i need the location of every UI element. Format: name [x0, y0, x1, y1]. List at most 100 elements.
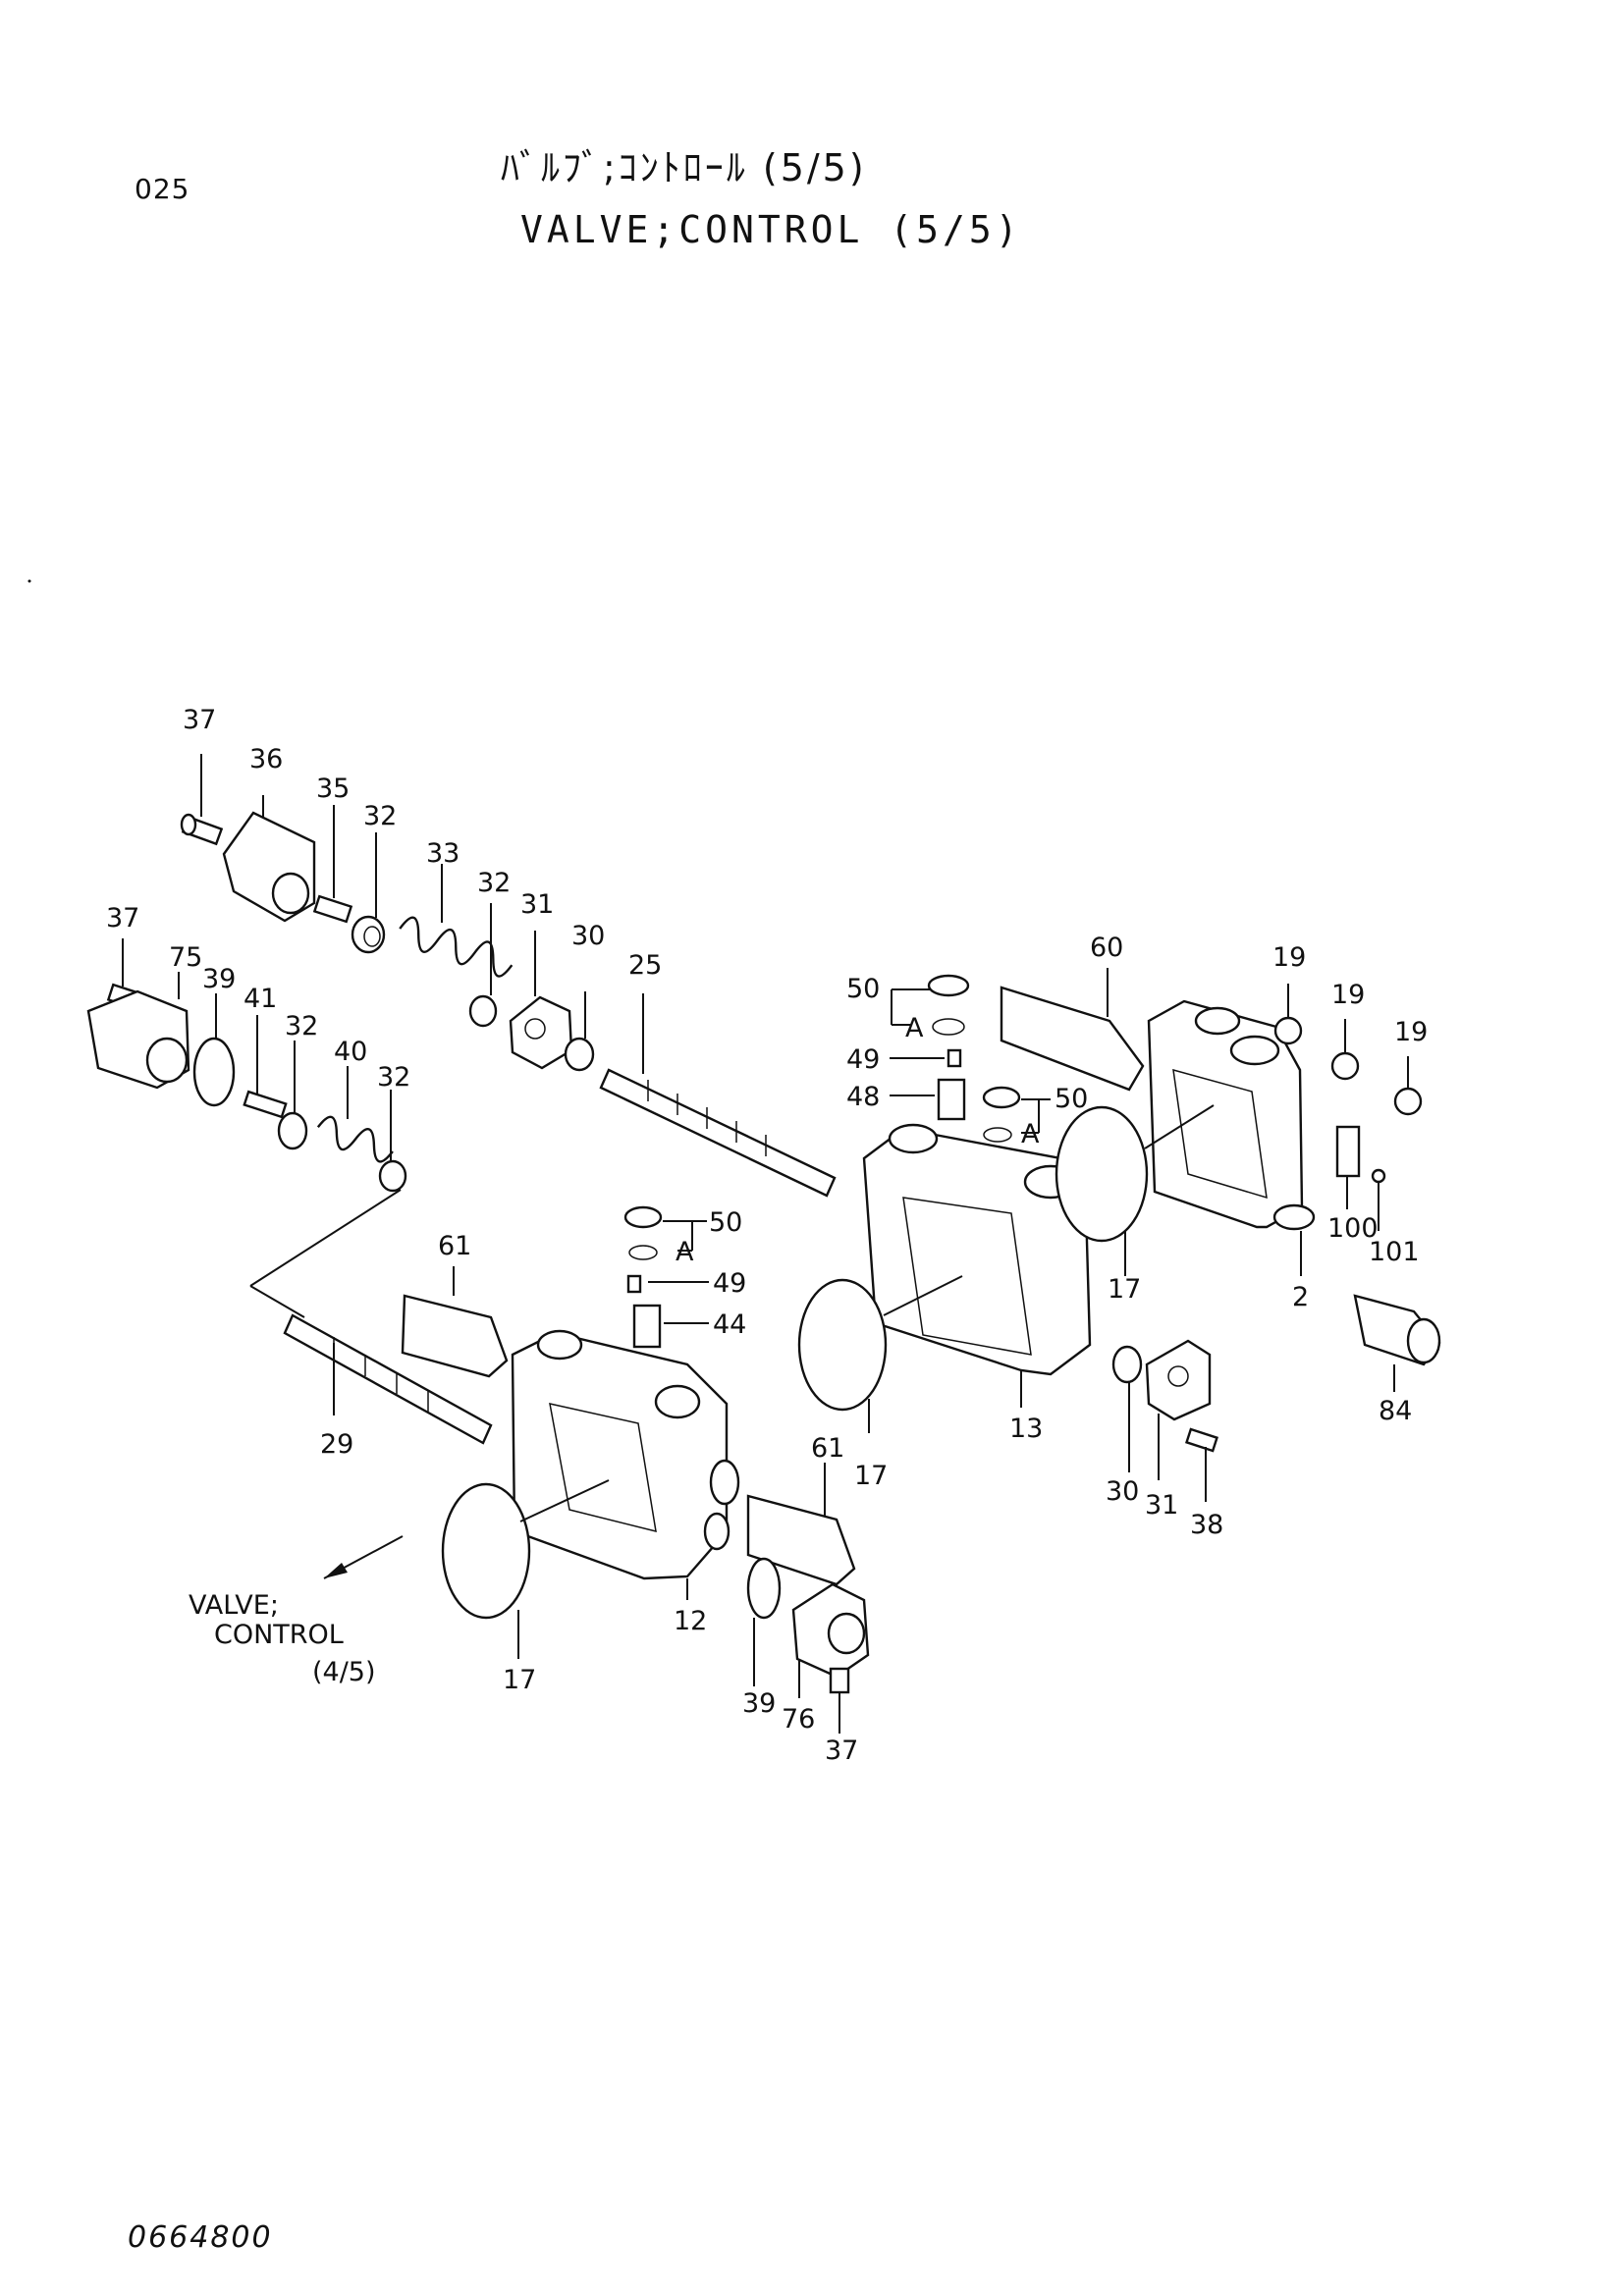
part-30-seal-a	[564, 991, 595, 1072]
callout-12: 12	[674, 1606, 707, 1636]
part-50-plug-b	[623, 1205, 707, 1260]
part-19-plug-a	[1273, 984, 1303, 1045]
part-13-valve-body	[862, 1123, 1092, 1408]
part-76-cover	[791, 1582, 870, 1698]
callout-76: 76	[782, 1704, 815, 1735]
stray-mark	[27, 579, 31, 583]
part-44-check	[632, 1304, 709, 1349]
callout-44: 44	[713, 1309, 746, 1340]
callout-19: 19	[1331, 980, 1365, 1010]
part-40-spring	[316, 1066, 394, 1163]
callout-50: 50	[709, 1207, 742, 1238]
title-japanese: ﾊﾞﾙﾌﾞ;ｺﾝﾄﾛｰﾙ (5/5)	[501, 146, 867, 189]
part-35-screw	[312, 805, 353, 924]
callout-38: 38	[1190, 1510, 1223, 1540]
part-31-plate	[509, 931, 573, 1070]
callout-100: 100	[1327, 1213, 1379, 1244]
part-50-plug-a	[891, 974, 970, 1036]
part-25-spool	[599, 993, 837, 1198]
callout-50: 50	[846, 974, 880, 1004]
reference-line-3: (4/5)	[312, 1657, 376, 1687]
callout-84: 84	[1379, 1396, 1412, 1426]
callout-31: 31	[520, 889, 554, 920]
callout-2: 2	[1292, 1282, 1309, 1312]
callout-13: 13	[1009, 1414, 1043, 1444]
part-17-oring-a	[441, 1479, 610, 1659]
part-17-oring-b	[797, 1275, 963, 1433]
callout-39: 39	[202, 964, 236, 994]
part-39-oring-a	[192, 993, 236, 1107]
callout-19: 19	[1394, 1017, 1428, 1047]
callout-75: 75	[169, 942, 202, 973]
part-19-plug-c	[1393, 1056, 1423, 1116]
part-38-bolt	[1185, 1427, 1218, 1502]
callout-31: 31	[1145, 1490, 1178, 1521]
part-31-plate-b	[1145, 1339, 1212, 1480]
part-49-spring-a	[890, 1048, 962, 1068]
part-17-oring-c	[1055, 1104, 1215, 1276]
callout-41: 41	[243, 984, 277, 1014]
callout-61: 61	[811, 1433, 844, 1464]
drawing-number: 0664800	[128, 2220, 273, 2255]
part-36-cover	[222, 795, 316, 923]
callout-37: 37	[106, 903, 139, 934]
callout-labels: 37 36 35 32 33 32 31 30 25 37 75 39 41 3…	[106, 705, 1428, 1766]
reference-line-1: VALVE;	[189, 1590, 279, 1621]
callout-49: 49	[846, 1044, 880, 1075]
callout-32: 32	[377, 1062, 410, 1093]
callout-40: 40	[334, 1037, 367, 1067]
callout-17: 17	[503, 1665, 536, 1695]
callout-32: 32	[477, 868, 511, 898]
part-61-relief-valve-b	[746, 1463, 856, 1586]
callout-49: 49	[713, 1268, 746, 1299]
callout-25: 25	[628, 950, 662, 981]
callout-32: 32	[285, 1011, 318, 1041]
part-19-plug-b	[1330, 1019, 1360, 1081]
leader-assembly-link-b	[249, 1285, 305, 1318]
callout-A: A	[905, 1013, 924, 1043]
callout-36: 36	[249, 744, 283, 774]
part-84-plug	[1353, 1294, 1441, 1392]
callout-37: 37	[825, 1735, 858, 1766]
callout-60: 60	[1090, 933, 1123, 963]
part-29-spool	[283, 1313, 493, 1445]
callout-101: 101	[1369, 1237, 1420, 1267]
part-101-screw	[1371, 1168, 1386, 1231]
part-100-plate	[1335, 1125, 1361, 1209]
part-48-check	[890, 1078, 966, 1121]
page-code: 025	[135, 173, 190, 205]
callout-29: 29	[320, 1429, 353, 1460]
part-75-cover	[86, 972, 190, 1090]
part-12-valve-body	[511, 1329, 740, 1600]
part-32-spring-seat-d	[378, 1090, 407, 1193]
part-37-bolt-upper	[180, 754, 224, 846]
callout-50: 50	[1055, 1084, 1088, 1114]
part-32-spring-seat-b	[468, 903, 498, 1028]
reference-note: VALVE; CONTROL (4/5)	[189, 1590, 376, 1687]
part-39-oring-b	[746, 1557, 782, 1686]
callout-37: 37	[183, 705, 216, 735]
callout-61: 61	[438, 1231, 471, 1261]
part-61-relief-valve-a	[401, 1266, 509, 1378]
callout-48: 48	[846, 1082, 880, 1112]
arrow-head	[324, 1563, 348, 1578]
callout-30: 30	[1106, 1476, 1139, 1507]
part-30-seal-b	[1111, 1345, 1143, 1472]
part-2-valve-body	[1147, 999, 1316, 1276]
callout-35: 35	[316, 774, 350, 804]
part-33-spring	[399, 864, 514, 978]
callout-39: 39	[742, 1688, 776, 1719]
title-english: VALVE;CONTROL (5/5)	[520, 208, 1022, 251]
callout-32: 32	[363, 801, 397, 831]
callout-33: 33	[426, 838, 460, 869]
part-49-spring-b	[626, 1274, 709, 1294]
part-50-plug-c	[982, 1086, 1051, 1143]
callout-17: 17	[854, 1461, 888, 1491]
part-32-spring-seat-a	[351, 832, 386, 954]
callout-30: 30	[571, 921, 605, 951]
callout-17: 17	[1108, 1274, 1141, 1305]
leader-assembly-link	[249, 1189, 402, 1287]
callout-19: 19	[1272, 942, 1306, 973]
part-60-relief-valve	[1000, 968, 1145, 1092]
